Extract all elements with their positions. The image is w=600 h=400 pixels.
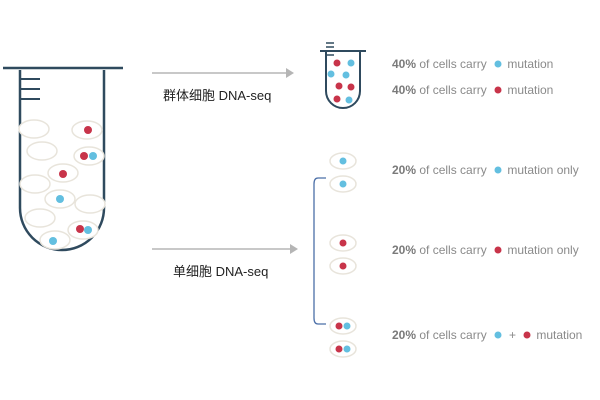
plus-sign: +: [509, 328, 516, 342]
bulk-tube: [320, 42, 366, 109]
blue-mutation-dot: [345, 96, 353, 104]
cell: [329, 317, 357, 335]
red-mutation-dot: [333, 59, 341, 67]
cell: [329, 340, 357, 358]
red-mutation-dot: [523, 331, 531, 339]
blue-mutation-dot: [84, 226, 92, 234]
stat-percent: 40%: [392, 83, 416, 97]
blue-mutation-dot: [56, 195, 64, 203]
red-mutation-dot: [80, 152, 88, 160]
stat-text: of cells carry: [416, 83, 490, 97]
blue-mutation-dot: [343, 345, 351, 353]
single-cell-bracket: [313, 177, 326, 325]
stat-single-blue: 20% of cells carry mutation only: [392, 163, 579, 177]
stat-text: of cells carry: [416, 243, 490, 257]
single-cell-dna-seq-label: 单细胞 DNA-seq: [173, 264, 268, 279]
red-mutation-dot: [335, 345, 343, 353]
small-tube-outline: [325, 52, 361, 109]
svg-text:20% of cells carry: 20% of cells carry: [392, 163, 490, 177]
stat-text: of cells carry: [416, 57, 490, 71]
bulk-dna-seq-label: 群体细胞 DNA-seq: [163, 88, 271, 103]
cell: [24, 208, 56, 228]
stat-suffix: mutation: [504, 83, 553, 97]
cell: [19, 174, 51, 194]
svg-text:20% of cells carry: 20% of cells carry: [392, 243, 490, 257]
stat-percent: 20%: [392, 328, 416, 342]
red-mutation-dot: [76, 225, 84, 233]
red-mutation-dot: [347, 83, 355, 91]
cell: [18, 119, 50, 139]
stat-text: of cells carry: [416, 163, 490, 177]
blue-mutation-dot: [49, 237, 57, 245]
blue-mutation-dot: [494, 60, 502, 68]
single-cell-group-blue: [329, 152, 357, 193]
tube-outline: [18, 70, 106, 252]
red-mutation-dot: [335, 82, 343, 90]
blue-mutation-dot: [347, 59, 355, 67]
cell: [74, 194, 106, 214]
red-mutation-dot: [339, 239, 347, 247]
blue-mutation-dot: [343, 322, 351, 330]
sample-tube: [3, 66, 123, 252]
svg-text:40% of cells carry: 40% of cells carry: [392, 83, 490, 97]
stat-single-both: 20% of cells carry + mutation: [392, 328, 582, 342]
stat-suffix: mutation only: [504, 163, 579, 177]
red-mutation-dot: [333, 95, 341, 103]
stat-single-red: 20% of cells carry mutation only: [392, 243, 579, 257]
red-mutation-dot: [59, 170, 67, 178]
blue-mutation-dot: [494, 331, 502, 339]
stat-suffix: mutation: [504, 57, 553, 71]
single-cell-group-both: [329, 317, 357, 358]
blue-mutation-dot: [339, 157, 347, 165]
stat-percent: 40%: [392, 57, 416, 71]
cell: [26, 141, 58, 161]
red-mutation-dot: [494, 246, 502, 254]
red-mutation-dot: [494, 86, 502, 94]
stat-bulk-blue: 40% of cells carry mutation: [392, 57, 553, 71]
blue-mutation-dot: [339, 180, 347, 188]
svg-text:20% of cells carry: 20% of cells carry: [392, 328, 490, 342]
svg-text:40% of cells carry: 40% of cells carry: [392, 57, 490, 71]
stat-bulk-red: 40% of cells carry mutation: [392, 83, 553, 97]
blue-mutation-dot: [327, 70, 335, 78]
stat-suffix: mutation: [533, 328, 582, 342]
single-cell-group-red: [329, 234, 357, 275]
stat-text: of cells carry: [416, 328, 490, 342]
stat-suffix: mutation only: [504, 243, 579, 257]
stat-percent: 20%: [392, 163, 416, 177]
blue-mutation-dot: [342, 71, 350, 79]
blue-mutation-dot: [494, 166, 502, 174]
red-mutation-dot: [335, 322, 343, 330]
red-mutation-dot: [339, 262, 347, 270]
single-cell-arrow: [152, 244, 298, 254]
stat-percent: 20%: [392, 243, 416, 257]
red-mutation-dot: [84, 126, 92, 134]
blue-mutation-dot: [89, 152, 97, 160]
bulk-arrow: [152, 68, 294, 78]
